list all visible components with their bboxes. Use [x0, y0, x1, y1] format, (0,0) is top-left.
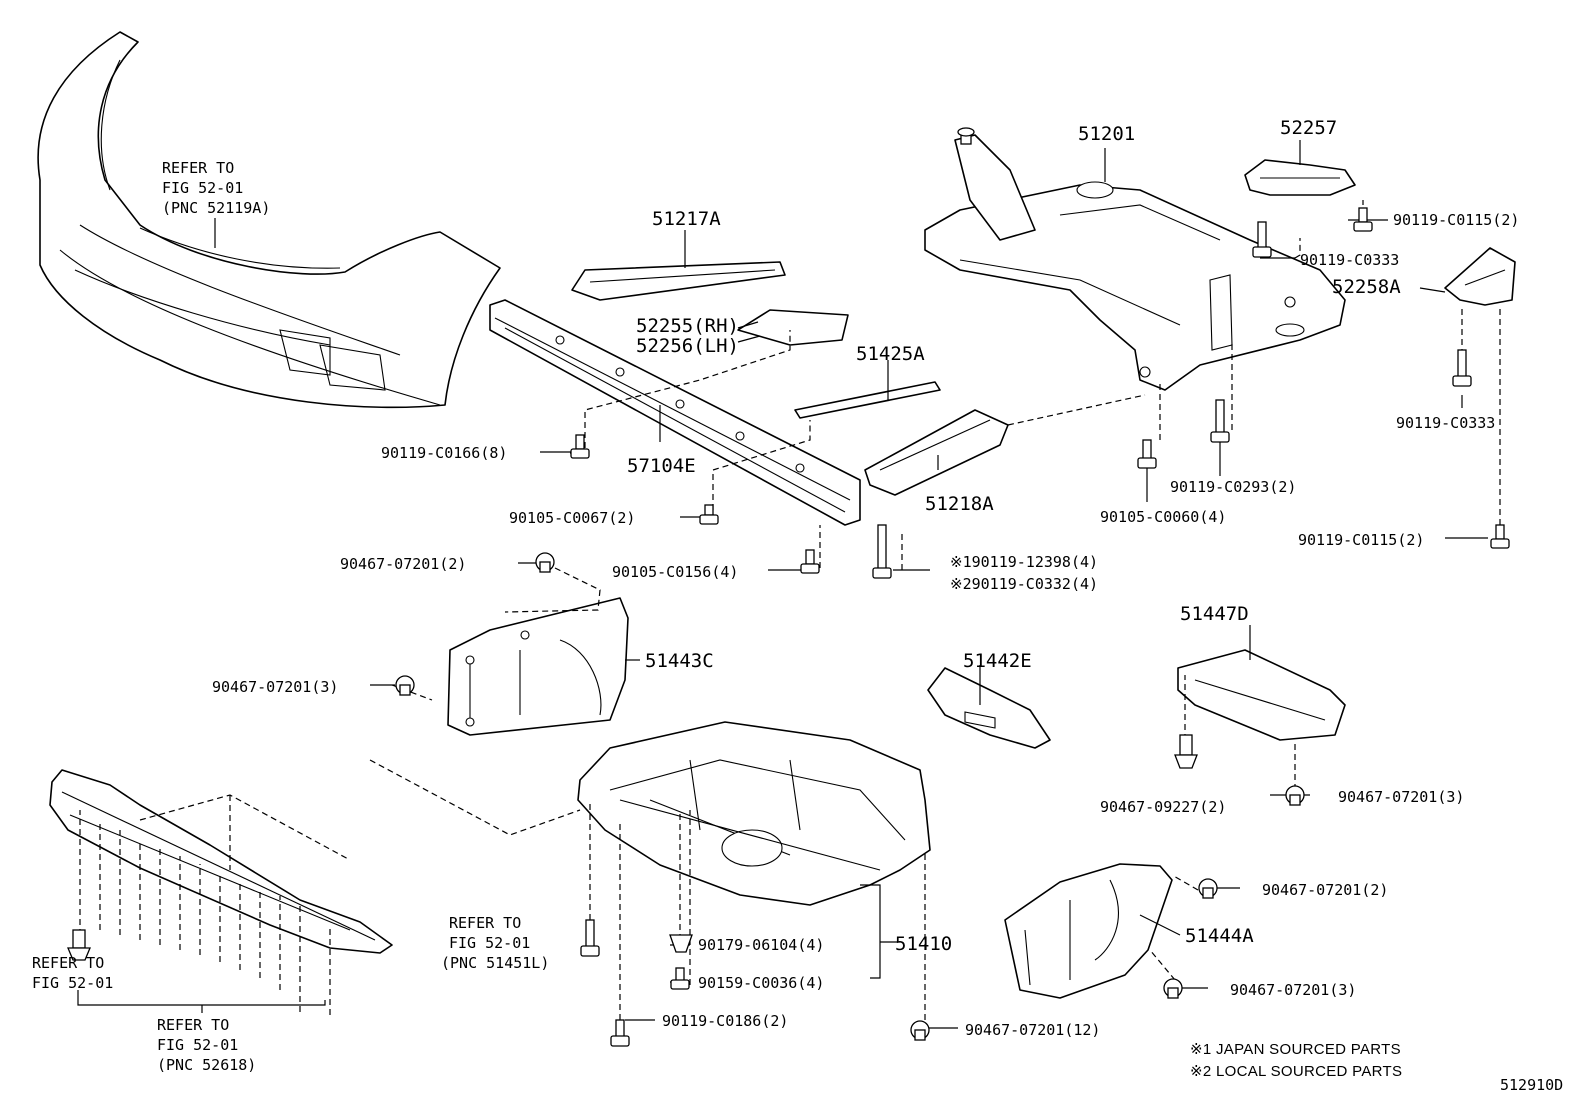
clip-icon	[67, 929, 91, 961]
front-crossmember-51201	[924, 134, 1346, 391]
bracket-52255-52256	[737, 309, 849, 346]
front-lower-absorber	[49, 769, 393, 954]
bolt-icon	[1452, 349, 1472, 387]
label-90467-07201-2-top: 90467-07201(2)	[340, 555, 466, 573]
radiator-support-57104E	[489, 299, 861, 526]
label-90119-C0166: 90119-C0166(8)	[381, 444, 507, 462]
label-51201: 51201	[1078, 123, 1135, 145]
bolt-icon	[1252, 221, 1272, 258]
label-51425A: 51425A	[856, 343, 925, 365]
label-90105-C0060: 90105-C0060(4)	[1100, 508, 1226, 526]
label-90467-07201-3-left: 90467-07201(3)	[212, 678, 338, 696]
label-90119-C0186: 90119-C0186(2)	[662, 1012, 788, 1030]
label-51442E: 51442E	[963, 650, 1032, 672]
label-51218A: 51218A	[925, 493, 994, 515]
label-51217A: 51217A	[652, 208, 721, 230]
label-51447D: 51447D	[1180, 603, 1249, 625]
engine-under-cover-51410	[577, 721, 931, 906]
cover-51447D	[1177, 649, 1346, 741]
label-90119-C0115-top: 90119-C0115(2)	[1393, 211, 1519, 229]
bracket-52258A	[1444, 247, 1516, 306]
label-52258A: 52258A	[1332, 276, 1401, 298]
clip-icon	[1198, 878, 1218, 899]
ref-top-line2: FIG 52-01	[162, 179, 243, 197]
label-51443C: 51443C	[645, 650, 714, 672]
label-57104E: 57104E	[627, 455, 696, 477]
label-90119-C0332: ※290119-C0332(4)	[950, 575, 1098, 593]
ref-top-line3: (PNC 52119A)	[162, 199, 270, 217]
bolt-icon	[1353, 207, 1373, 232]
seal-51442E	[927, 667, 1051, 749]
label-52256: 52256(LH)	[636, 335, 739, 357]
label-90467-09227: 90467-09227(2)	[1100, 798, 1226, 816]
part-labels: 51201 52257 52258A 51217A 52255(RH) 5225…	[627, 117, 1401, 955]
label-51410: 51410	[895, 933, 952, 955]
label-52257: 52257	[1280, 117, 1337, 139]
clip-icon	[669, 934, 693, 953]
clip-icon	[395, 675, 415, 696]
clip-icon	[535, 552, 555, 573]
clip-icon	[1174, 734, 1198, 769]
label-90119-C0115-bottom: 90119-C0115(2)	[1298, 531, 1424, 549]
label-90119-C0293: 90119-C0293(2)	[1170, 478, 1296, 496]
bolt-icon	[1210, 399, 1230, 443]
ref-left-line1: REFER TO	[32, 954, 104, 972]
reference-notes: REFER TO FIG 52-01 (PNC 52119A) REFER TO…	[32, 159, 549, 1074]
label-90119-C0333-a: 90119-C0333	[1300, 251, 1399, 269]
brace-51425A	[794, 381, 941, 419]
bracket-52257	[1244, 159, 1356, 196]
ref-bottom-line3: (PNC 52618)	[157, 1056, 256, 1074]
bolt-icon	[957, 127, 975, 145]
label-52255: 52255(RH)	[636, 315, 739, 337]
ref-mid-line1: REFER TO	[449, 914, 521, 932]
label-90467-07201-12: 90467-07201(12)	[965, 1021, 1100, 1039]
bolt-icon	[872, 524, 892, 579]
leader-lines	[79, 200, 1501, 1040]
bolt-icon	[699, 504, 719, 525]
brace-51218A	[864, 409, 1009, 496]
clip-icon	[1163, 978, 1183, 999]
ref-top-line1: REFER TO	[162, 159, 234, 177]
bracket-51217A	[571, 261, 786, 301]
label-90179-06104: 90179-06104(4)	[698, 936, 824, 954]
footnotes: ※1 JAPAN SOURCED PARTS ※2 LOCAL SOURCED …	[1190, 1041, 1563, 1094]
ref-mid-line3: (PNC 51451L)	[441, 954, 549, 972]
label-90105-C0067: 90105-C0067(2)	[509, 509, 635, 527]
label-90467-07201-2-right: 90467-07201(2)	[1262, 881, 1388, 899]
label-90119-C0333-b: 90119-C0333	[1396, 414, 1495, 432]
bolt-icon	[800, 549, 820, 574]
bolt-icon	[670, 967, 690, 990]
bolt-icon	[1137, 439, 1157, 469]
bolt-icon	[570, 434, 590, 459]
label-90159-C0036: 90159-C0036(4)	[698, 974, 824, 992]
note-japan-sourced: ※1 JAPAN SOURCED PARTS	[1190, 1041, 1401, 1058]
diagram-id: 512910D	[1500, 1076, 1563, 1094]
note-local-sourced: ※2 LOCAL SOURCED PARTS	[1190, 1063, 1402, 1080]
ref-mid-line2: FIG 52-01	[449, 934, 530, 952]
splash-shield-51443C	[447, 597, 629, 736]
clip-icon	[1285, 785, 1305, 806]
bolt-icon	[1490, 524, 1510, 549]
label-90105-C0156: 90105-C0156(4)	[612, 563, 738, 581]
ref-bottom-line2: FIG 52-01	[157, 1036, 238, 1054]
ref-left-line2: FIG 52-01	[32, 974, 113, 992]
bolt-icon	[580, 919, 600, 957]
bolt-icon	[610, 1019, 630, 1047]
label-51444A: 51444A	[1185, 925, 1254, 947]
label-90467-07201-3-right: 90467-07201(3)	[1338, 788, 1464, 806]
front-bumper-cover	[37, 31, 501, 409]
label-90119-12398: ※190119-12398(4)	[950, 553, 1098, 571]
ref-bottom-line1: REFER TO	[157, 1016, 229, 1034]
clip-icon	[910, 1020, 930, 1041]
splash-shield-51444A	[1004, 863, 1173, 999]
label-90467-07201-3-low: 90467-07201(3)	[1230, 981, 1356, 999]
fastener-labels: 90119-C0115(2) 90119-C0333 90119-C0333 9…	[212, 211, 1519, 1039]
fasteners	[67, 127, 1510, 1047]
